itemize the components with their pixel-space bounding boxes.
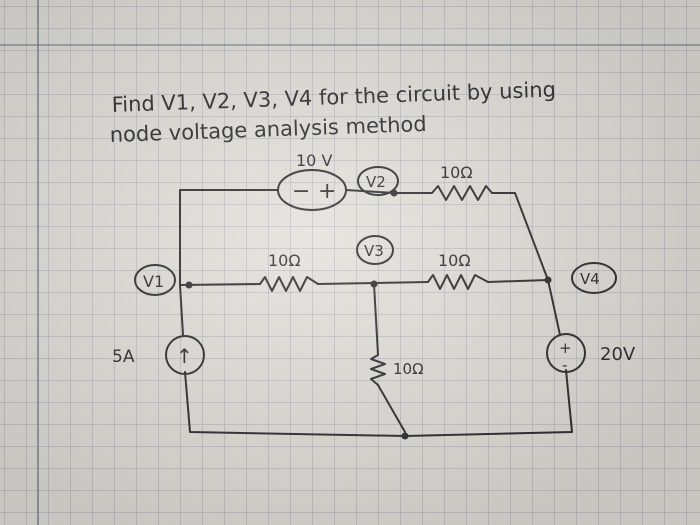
wire-left-to-source [179, 284, 184, 336]
wire-right-to-source [547, 279, 561, 336]
voltage-source-right-minus: - [562, 356, 567, 374]
wire-top-right [491, 192, 549, 281]
wire-mid-left [179, 283, 261, 286]
node-bubble-v1 [134, 264, 176, 296]
node-bubble-v2 [357, 166, 399, 196]
current-source-arrow: ↑ [176, 344, 193, 368]
resistor-top-right-label: 10Ω [440, 163, 473, 182]
node-label-v1: V1 [143, 272, 164, 291]
problem-line-1: Find V1, V2, V3, V4 for the circuit by u… [111, 78, 556, 117]
wire-left-top [179, 189, 279, 286]
node-bubble-v4 [571, 262, 617, 294]
wire-resistor-bottom [377, 384, 406, 433]
wire-mid-right [487, 279, 549, 283]
resistor-mid-right-label: 10Ω [438, 251, 471, 270]
resistor-vertical-label: 10Ω [393, 360, 424, 378]
junction-v1 [185, 281, 193, 289]
voltage-source-right-plus: + [559, 339, 572, 357]
voltage-source-top-minus: − [292, 179, 310, 204]
resistor-top-right [431, 185, 493, 201]
voltage-source-top-plus: + [318, 179, 336, 204]
voltage-source-top-label: 10 V [296, 151, 332, 170]
voltage-source-top [277, 169, 347, 211]
junction-v4 [544, 276, 552, 284]
junction-v3 [370, 280, 378, 288]
problem-line-2: node voltage analysis method [109, 112, 427, 147]
current-source [165, 335, 205, 375]
wire-bottom [184, 369, 573, 437]
voltage-source-right [546, 333, 586, 373]
resistor-mid-left-label: 10Ω [268, 251, 301, 270]
node-label-v3: V3 [364, 242, 384, 260]
node-label-v4: V4 [580, 270, 600, 288]
voltage-source-right-label: 20V [600, 344, 636, 365]
resistor-mid-left [259, 276, 319, 292]
wire-v3-down [373, 283, 379, 356]
resistor-mid-right [427, 274, 489, 290]
node-label-v2: V2 [366, 173, 386, 191]
resistor-vertical [370, 354, 386, 386]
node-bubble-v3 [356, 235, 394, 265]
current-source-label: 5A [112, 347, 135, 367]
junction-ground [401, 432, 409, 440]
